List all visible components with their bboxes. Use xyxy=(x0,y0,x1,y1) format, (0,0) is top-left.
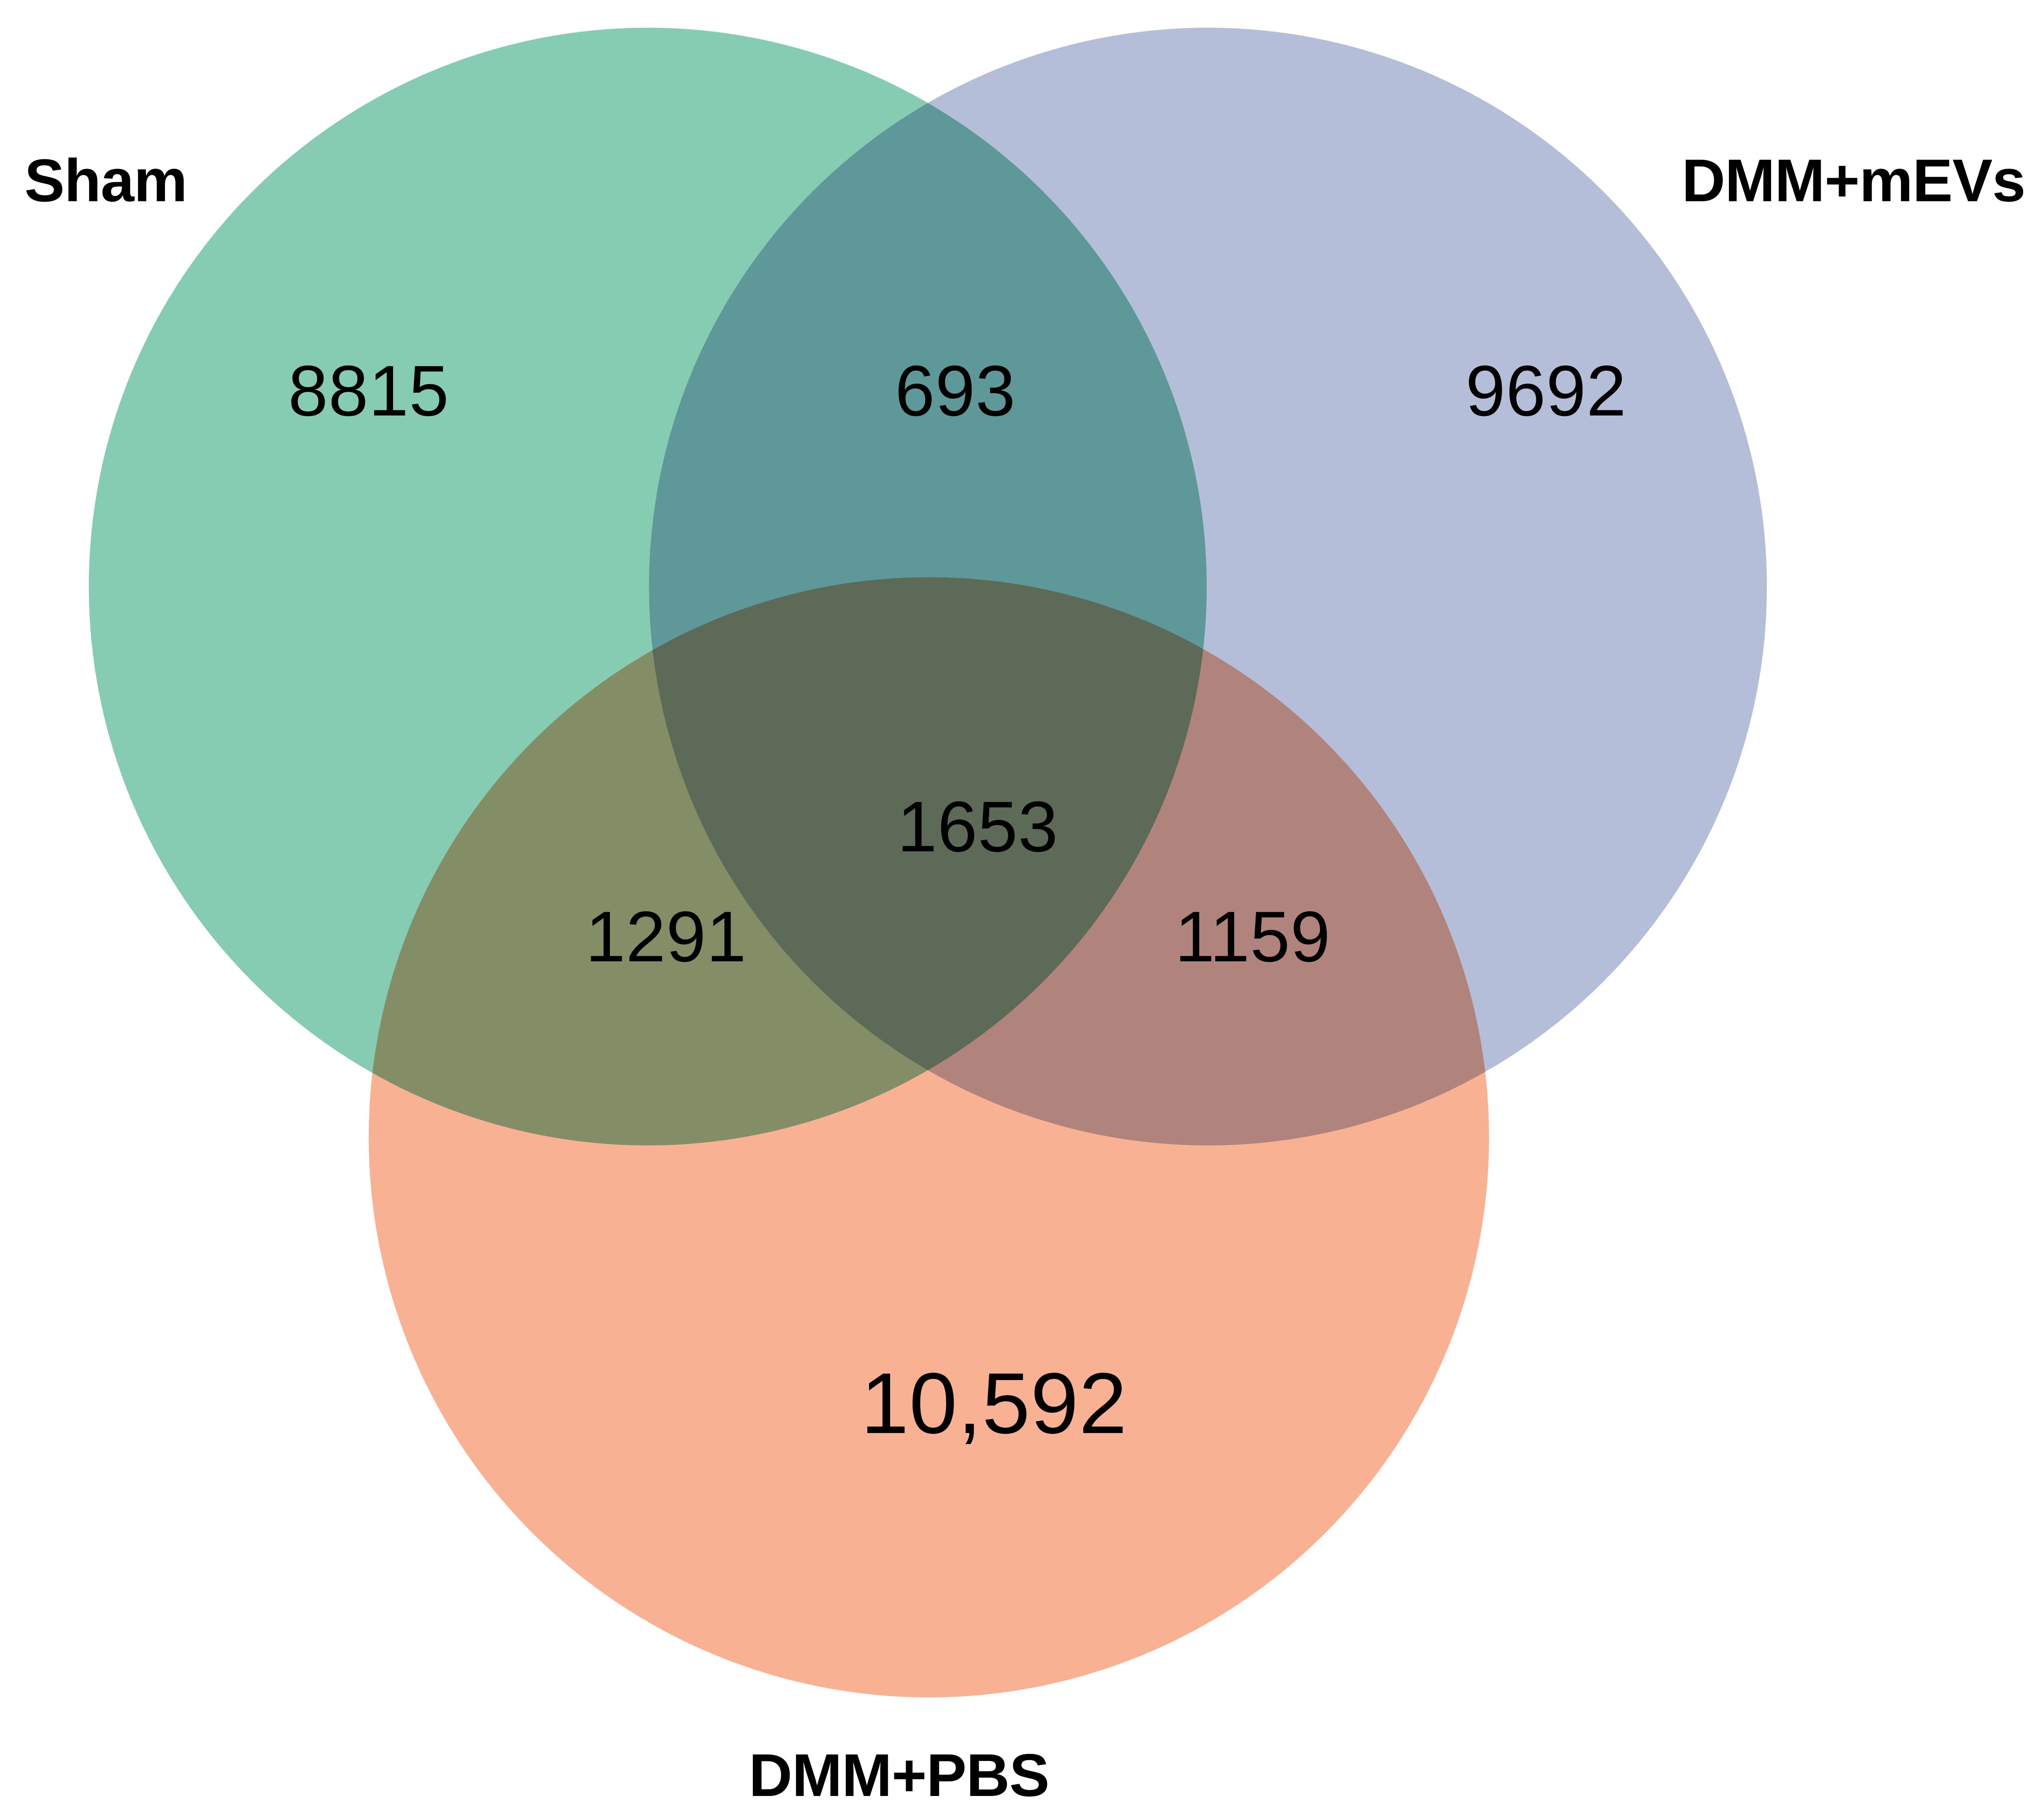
region-count-sham-only: 8815 xyxy=(288,351,449,431)
venn-circle-dmm-pbs[interactable] xyxy=(369,577,1489,1697)
region-count-all-three: 1653 xyxy=(897,787,1058,867)
region-count-mevs-only: 9692 xyxy=(1465,351,1627,431)
set-label-dmm-mevs: DMM+mEVs xyxy=(1682,147,2026,214)
set-label-dmm-pbs: DMM+PBS xyxy=(749,1742,1049,1809)
region-count-sham-and-mevs: 693 xyxy=(895,351,1016,431)
set-label-sham: Sham xyxy=(24,147,187,214)
region-count-pbs-only: 10,592 xyxy=(860,1355,1128,1451)
region-count-mevs-and-pbs: 1159 xyxy=(1175,897,1331,977)
region-count-sham-and-pbs: 1291 xyxy=(585,897,747,977)
